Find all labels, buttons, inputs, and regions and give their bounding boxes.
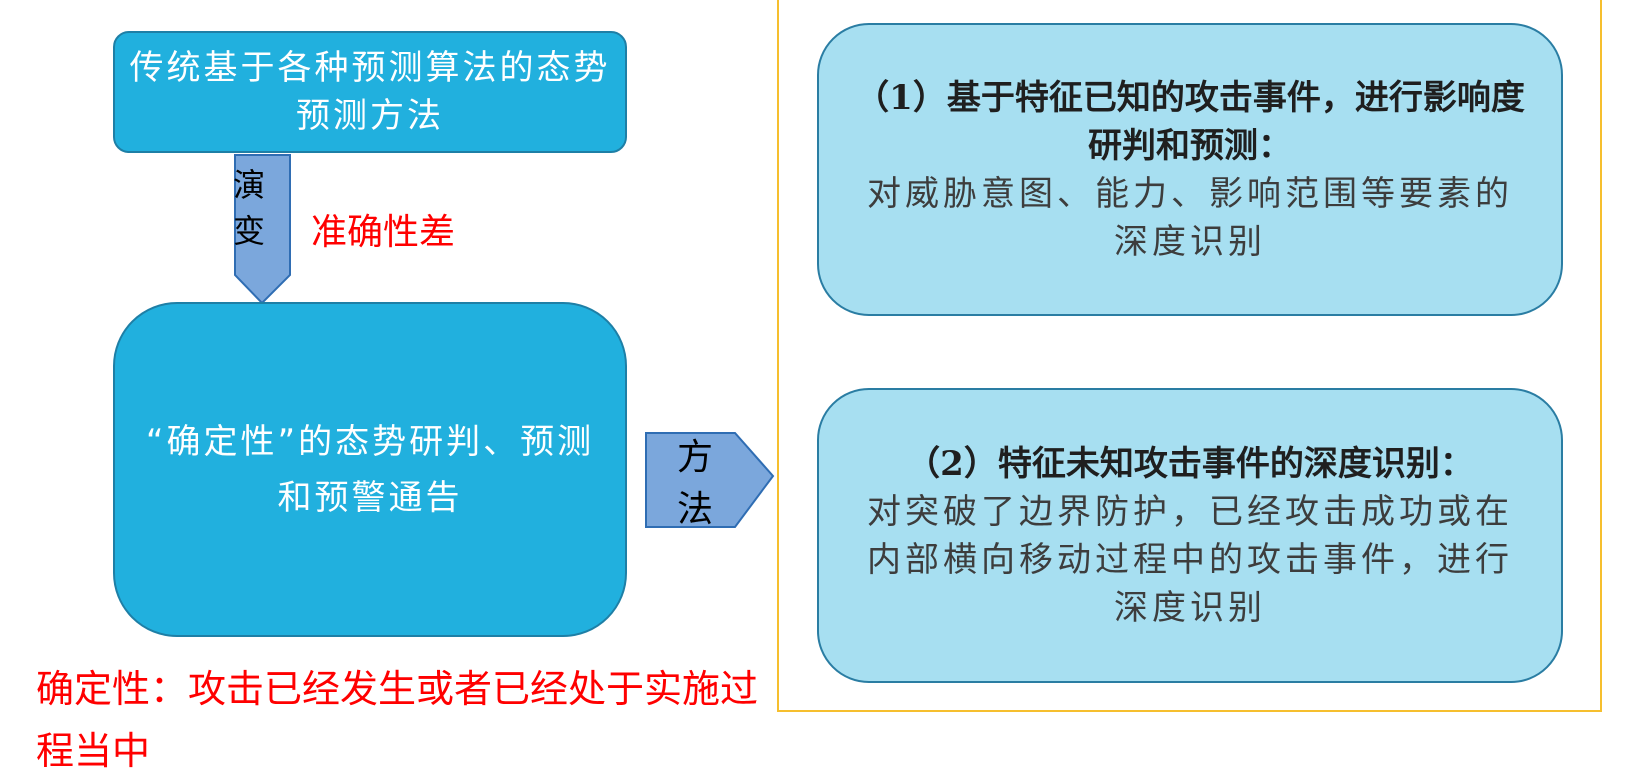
evolution-label: 演变	[232, 166, 265, 250]
traditional-method-box: 传统基于各种预测算法的态势预测方法	[113, 31, 627, 153]
unknown-attack-box: （2）特征未知攻击事件的深度识别： 对突破了边界防护，已经攻击成功或在内部横向移…	[817, 388, 1563, 683]
known-attack-body: 对威胁意图、能力、影响范围等要素的深度识别	[867, 173, 1513, 262]
traditional-method-text: 传统基于各种预测算法的态势预测方法	[129, 48, 611, 136]
evolution-arrow	[234, 154, 291, 305]
methods-frame	[777, 0, 1602, 712]
accuracy-note: 准确性差	[311, 212, 456, 253]
deterministic-situation-box: “确定性”的态势研判、预测和预警通告	[113, 302, 627, 637]
unknown-attack-body: 对突破了边界防护，已经攻击成功或在内部横向移动过程中的攻击事件，进行深度识别	[867, 491, 1513, 628]
known-attack-box: （1）基于特征已知的攻击事件，进行影响度研判和预测： 对威胁意图、能力、影响范围…	[817, 23, 1563, 316]
known-attack-title: （1）基于特征已知的攻击事件，进行影响度研判和预测：	[855, 77, 1525, 166]
method-label: 方法	[676, 437, 713, 530]
deterministic-situation-text: “确定性”的态势研判、预测和预警通告	[145, 421, 595, 518]
method-arrow	[645, 432, 775, 528]
definition-note: 确定性：攻击已经发生或者已经处于实施过程当中	[36, 667, 759, 773]
unknown-attack-title: （2）特征未知攻击事件的深度识别：	[906, 443, 1474, 484]
